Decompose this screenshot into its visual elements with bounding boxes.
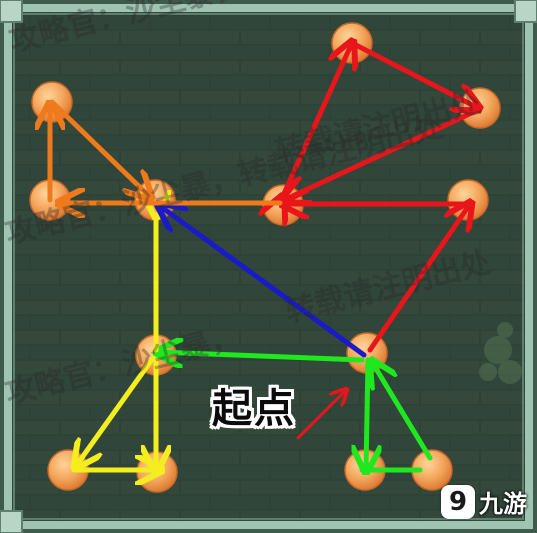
path-segment-yellow (76, 355, 156, 466)
moss-decoration (479, 322, 522, 384)
frame-corner-bottom-left (0, 510, 23, 533)
board-frame-inner (13, 13, 524, 520)
start-pointer-arrow (296, 390, 346, 440)
frame-corner-top-left (0, 0, 23, 23)
logo-badge-icon: 9 (441, 484, 475, 519)
path-segment-red (367, 204, 470, 353)
frame-corner-top-right (514, 0, 537, 23)
path-segment-blue (160, 206, 367, 358)
path-segment-red (349, 40, 478, 108)
board-frame (4, 4, 533, 529)
path-segment-red (282, 43, 352, 198)
path-segment-green (158, 352, 365, 360)
site-logo: 9 九游 (441, 484, 527, 519)
node[interactable] (447, 179, 489, 221)
path-segment-green (366, 357, 368, 470)
logo-text: 九游 (479, 490, 527, 518)
start-label: 起点 (212, 386, 296, 432)
path-segment-red (284, 107, 481, 200)
path-segment-green (372, 362, 433, 461)
solution-path-layer (50, 43, 478, 470)
path-segment-orange (49, 99, 150, 197)
